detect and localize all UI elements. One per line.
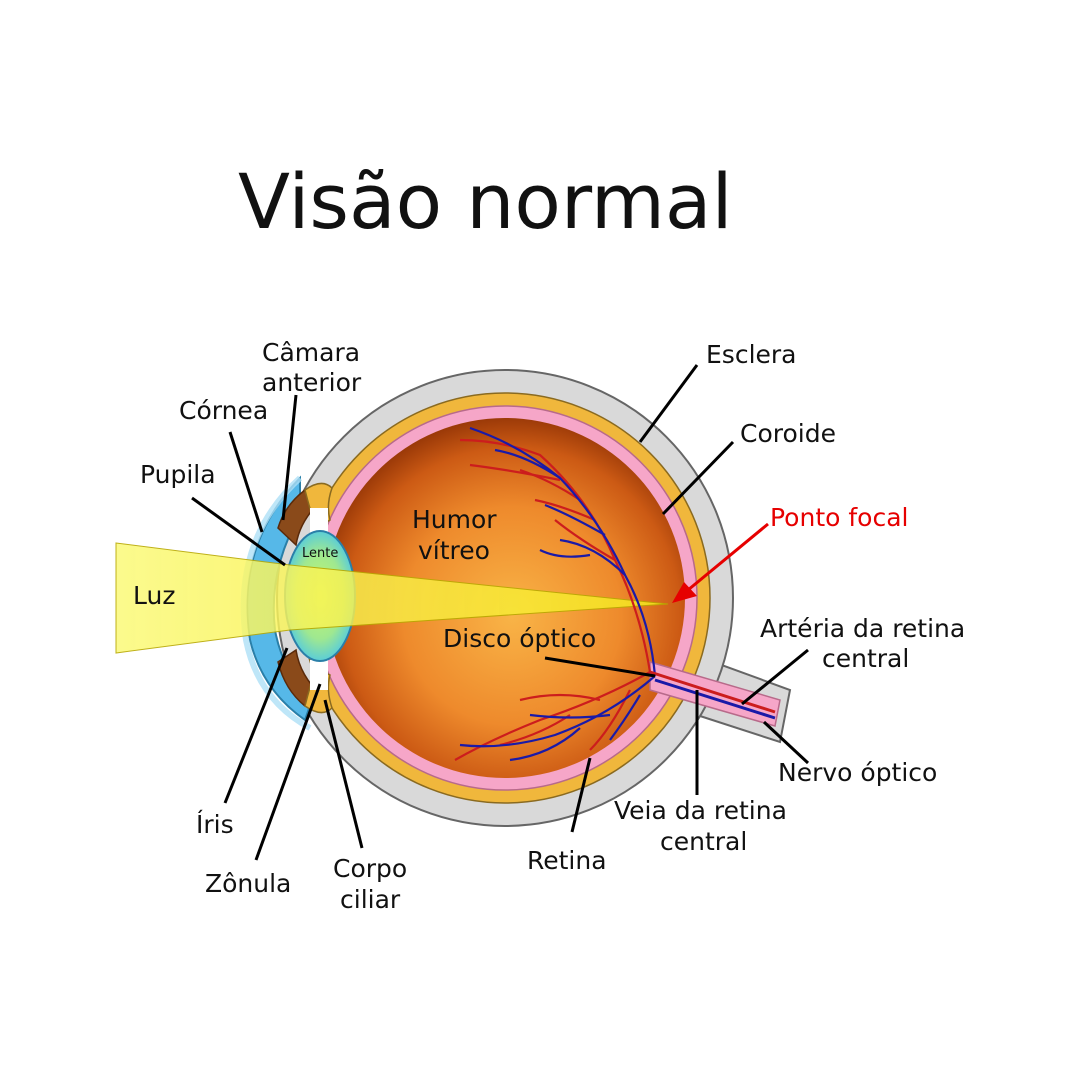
label-corpo-2: ciliar <box>340 885 401 914</box>
zonule-lower <box>310 660 328 690</box>
label-humor-2: vítreo <box>418 536 490 565</box>
label-cornea: Córnea <box>179 396 268 425</box>
label-pupila: Pupila <box>140 460 216 489</box>
diagram-title: Visão normal <box>238 157 733 246</box>
label-nervo: Nervo óptico <box>778 758 937 787</box>
label-ponto-focal: Ponto focal <box>770 503 908 532</box>
retinal-veins <box>459 426 657 762</box>
label-coroide: Coroide <box>740 419 836 448</box>
label-humor-1: Humor <box>412 505 497 534</box>
label-veia-1: Veia da retina <box>614 796 787 825</box>
label-iris: Íris <box>196 810 234 839</box>
label-disco: Disco óptico <box>443 624 596 653</box>
label-lente: Lente <box>302 546 338 561</box>
label-retina: Retina <box>527 846 607 875</box>
focal-point-arrow <box>672 522 769 603</box>
leader-lines <box>191 364 810 861</box>
label-zonula: Zônula <box>205 869 291 898</box>
label-veia-2: central <box>660 827 747 856</box>
label-camara-2: anterior <box>262 368 362 397</box>
label-luz: Luz <box>133 581 175 610</box>
label-esclera: Esclera <box>706 340 797 369</box>
label-camara-1: Câmara <box>262 338 360 367</box>
label-corpo-1: Corpo <box>333 854 407 883</box>
label-arteria-1: Artéria da retina <box>760 614 965 643</box>
central-artery <box>649 670 776 714</box>
central-vein <box>654 678 776 720</box>
light-beam <box>115 542 669 654</box>
label-arteria-2: central <box>822 644 909 673</box>
